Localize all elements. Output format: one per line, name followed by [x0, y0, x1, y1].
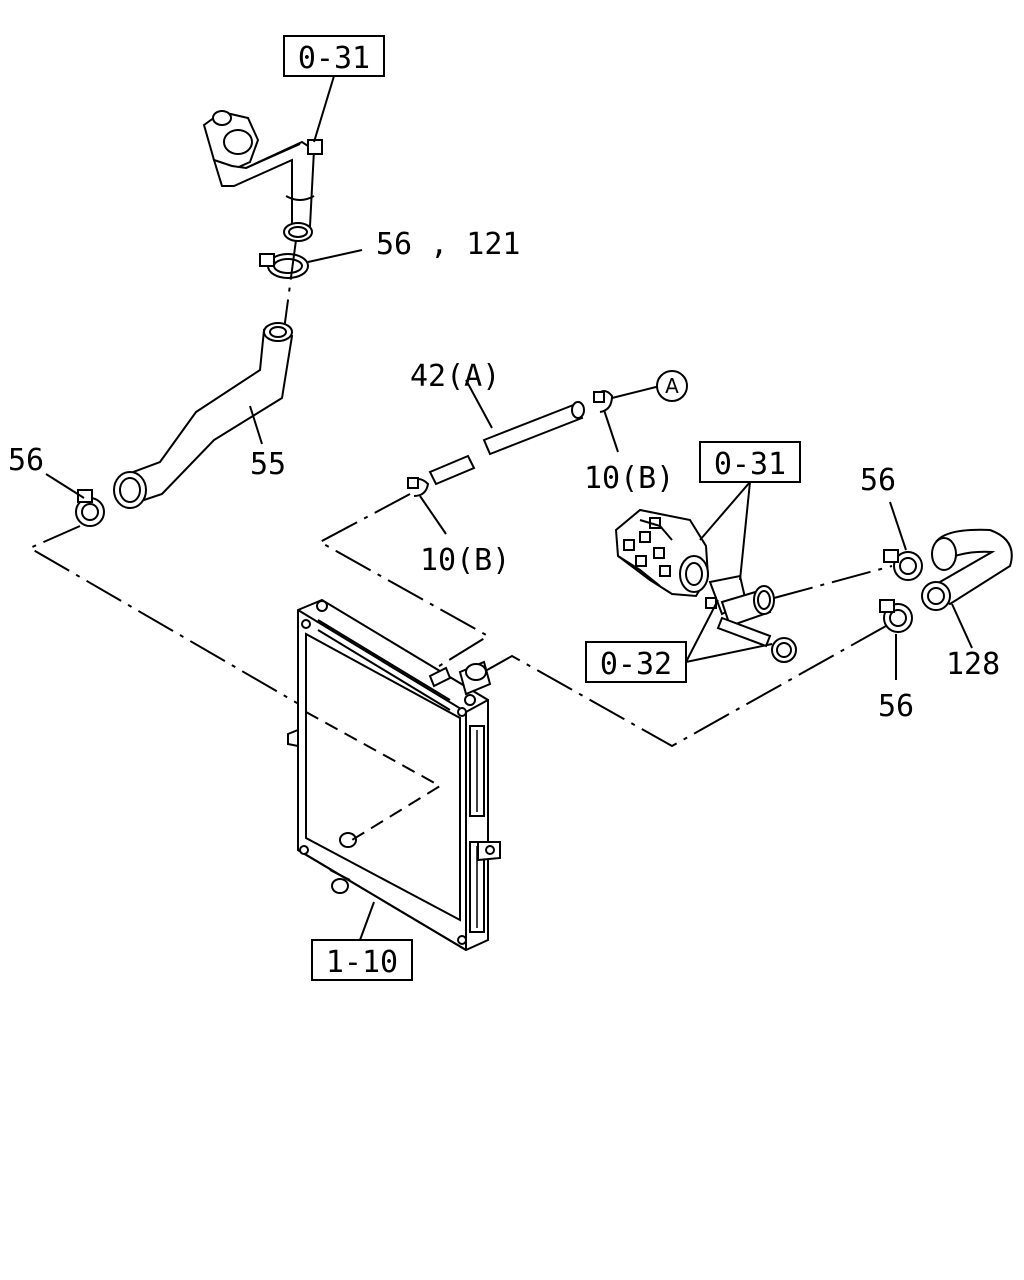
assembly-centerline	[283, 239, 297, 331]
callout-label: 128	[946, 647, 1000, 682]
reference-circle-label: A	[665, 374, 679, 398]
bypass-hose-42: 42(A)	[410, 359, 585, 486]
hose-clamp-56-right-lower: 56	[878, 599, 914, 724]
callout-label: 56	[860, 463, 896, 498]
thermostat-housing	[614, 508, 710, 598]
hose-clamp-56-right-upper: 56	[860, 463, 923, 581]
ref-label: 0-32	[600, 647, 672, 682]
hose-clip-10b-upper: A 10(B)	[584, 370, 688, 496]
hose-clamp-56-left: 56	[8, 443, 105, 527]
route-line-right-upper	[773, 565, 893, 599]
reference-box-radiator: 1-10	[311, 939, 413, 981]
reference-box-top: 0-31	[283, 35, 385, 143]
route-line-left	[27, 525, 443, 841]
hose-clip-10b-lower: 10(B)	[407, 477, 510, 578]
reference-box-lower: 0-32	[585, 599, 773, 683]
radiator-hose-55: 55	[113, 322, 294, 509]
callout-label: 56 , 121	[376, 227, 521, 262]
hose-clamp-56-121: 56 , 121	[259, 227, 521, 279]
water-outlet-pipe	[202, 110, 323, 242]
callout-label: 10(B)	[584, 461, 674, 496]
callout-label: 10(B)	[420, 543, 510, 578]
ref-label: 0-31	[714, 447, 786, 482]
callout-label: 56	[8, 443, 44, 478]
route-line-right-lower	[479, 625, 887, 748]
hidden-path-line	[305, 711, 442, 841]
route-line-bypass	[317, 493, 490, 669]
ref-label: 1-10	[326, 945, 398, 980]
callout-label: 55	[250, 447, 286, 482]
callout-label: 56	[878, 689, 914, 724]
ref-label: 0-31	[298, 41, 370, 76]
reference-box-middle: 0-31	[699, 441, 801, 581]
radiator-assembly	[287, 598, 501, 952]
radiator-hose-128: 128	[921, 528, 1013, 682]
callout-label: 42(A)	[410, 359, 500, 394]
